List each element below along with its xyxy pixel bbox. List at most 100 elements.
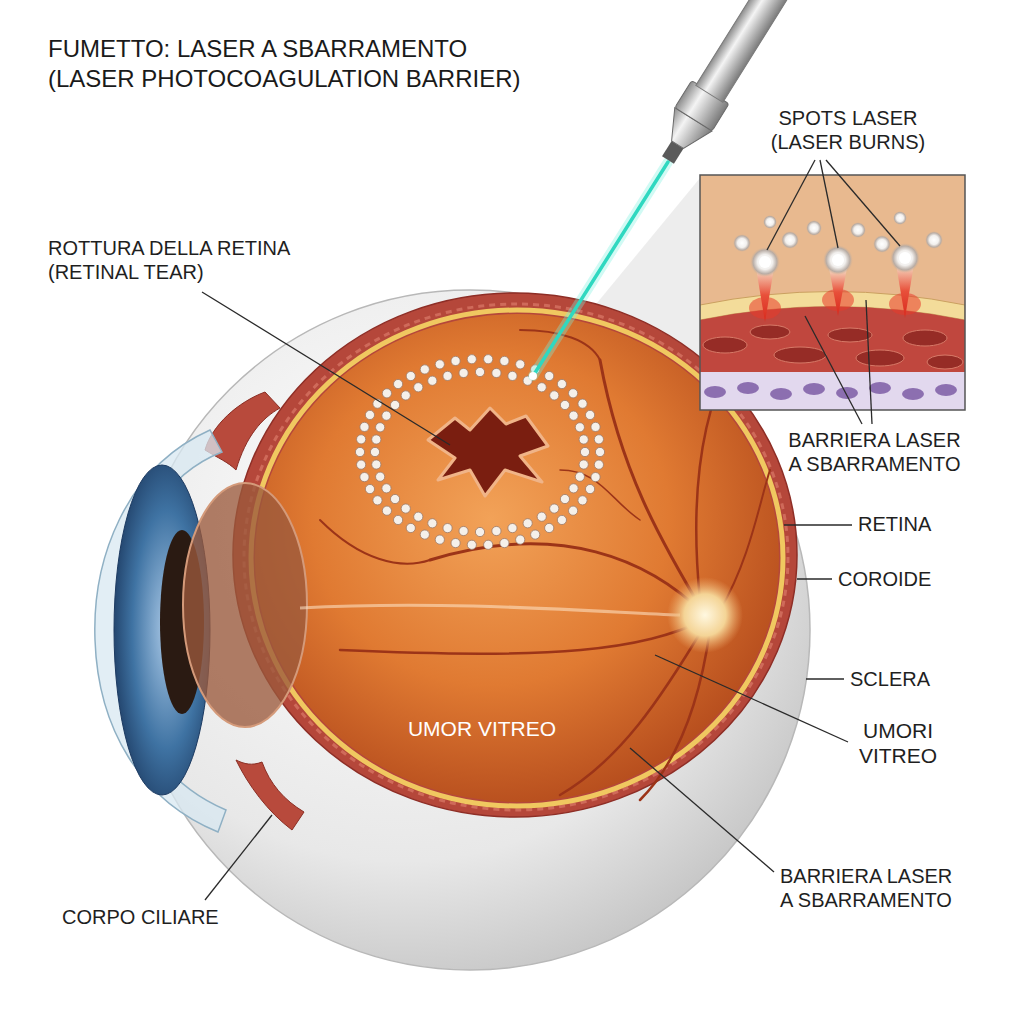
laser-spot <box>560 400 569 409</box>
zoom-inset <box>774 347 826 363</box>
laser-spot <box>435 535 444 544</box>
laser-barrier-ring <box>355 355 604 550</box>
laser-spot <box>591 472 600 481</box>
laser-spot <box>451 538 460 547</box>
zoom-inset <box>700 372 965 410</box>
leader-line <box>202 160 900 900</box>
laser-spot <box>382 389 391 398</box>
laser-spot <box>372 435 381 444</box>
laser-spot <box>475 367 484 376</box>
blood-vessel <box>430 544 705 615</box>
laser-spot <box>594 460 603 469</box>
ciliary-body <box>236 760 304 830</box>
leader-line <box>866 300 872 424</box>
laser-beam <box>533 162 668 376</box>
part-label: CORPO CILIARE <box>62 905 262 929</box>
laser-spot <box>435 360 444 369</box>
laser-spot <box>382 484 391 493</box>
part-label: RETINA <box>858 512 978 536</box>
callout-label: SPOTS LASER (LASER BURNS) <box>763 106 933 154</box>
laser-spot <box>360 422 369 431</box>
laser-spot <box>393 515 402 524</box>
laser-spot <box>580 447 589 456</box>
part-label: SCLERA <box>850 667 970 691</box>
laser-spot <box>523 519 532 528</box>
zoom-inset <box>704 386 726 398</box>
laser-spot <box>925 231 943 249</box>
optic-disc <box>667 577 743 653</box>
laser-spot <box>508 371 517 380</box>
laser-spot <box>420 530 429 539</box>
laser-spot <box>390 494 399 503</box>
laser-spot <box>393 379 402 388</box>
laser-spot <box>578 496 587 505</box>
laser-spot <box>365 484 374 493</box>
laser-beam-glow <box>533 162 668 376</box>
laser-spot <box>382 506 391 515</box>
laser-probe <box>696 0 841 102</box>
blood-vessel <box>560 470 640 520</box>
zoom-inset <box>836 387 858 399</box>
laser-spot <box>763 215 777 229</box>
laser-spot <box>373 496 382 505</box>
laser-spot <box>575 472 584 481</box>
laser-spot <box>401 504 410 513</box>
laser-spot <box>537 383 546 392</box>
laser-spot <box>537 512 546 521</box>
zoom-inset-border <box>700 175 965 410</box>
laser-spot <box>451 356 460 365</box>
callout-label: BARRIERA LASER A SBARRAMENTO <box>782 428 967 476</box>
laser-spot <box>545 371 554 380</box>
blood-vessel <box>600 360 705 615</box>
laser-spot <box>508 523 517 532</box>
zoom-inset <box>828 328 872 342</box>
leader-line <box>805 316 862 424</box>
laser-spot <box>357 435 366 444</box>
zoom-inset <box>704 382 957 400</box>
laser-spot <box>355 447 364 456</box>
laser-spot <box>585 484 594 493</box>
zoom-inset <box>700 307 965 375</box>
laser-spot <box>420 365 429 374</box>
part-label: COROIDE <box>838 567 968 591</box>
region-label: UMOR VITREO <box>407 716 557 741</box>
laser-spot <box>823 245 853 275</box>
laser-spot <box>594 435 603 444</box>
laser-spot <box>475 527 484 536</box>
eyeball <box>130 290 810 970</box>
laser-spot <box>500 356 509 365</box>
laser-spot <box>806 220 822 236</box>
laser-spot <box>500 538 509 547</box>
leader-line <box>784 524 852 525</box>
laser-spot <box>890 243 920 273</box>
laser-spot <box>428 376 437 385</box>
blood-vessel <box>320 520 430 564</box>
laser-spot <box>579 435 588 444</box>
laser-spot <box>459 368 468 377</box>
zoom-inset <box>737 382 759 394</box>
laser-spot <box>382 411 391 420</box>
zoom-inset <box>856 350 904 366</box>
laser-spot <box>443 371 452 380</box>
laser-spot <box>595 447 604 456</box>
laser-spot <box>376 423 385 432</box>
laser-spot <box>585 410 594 419</box>
laser-spot <box>365 410 374 419</box>
laser-spot <box>357 460 366 469</box>
laser-spot <box>531 530 540 539</box>
laser-spot <box>550 504 559 513</box>
lens <box>183 483 307 727</box>
leader-line <box>806 678 844 679</box>
laser-spot <box>560 494 569 503</box>
laser-spot <box>568 506 577 515</box>
laser-spot <box>428 519 437 528</box>
zoom-inset <box>703 325 963 369</box>
laser-spot <box>516 535 525 544</box>
zoom-inset <box>803 383 825 395</box>
blood-vessel <box>340 620 705 654</box>
laser-spot-cone <box>829 268 847 316</box>
laser-spot <box>832 254 844 266</box>
laser-spot <box>579 460 588 469</box>
laser-spot <box>467 540 476 549</box>
laser-spot <box>484 355 493 364</box>
